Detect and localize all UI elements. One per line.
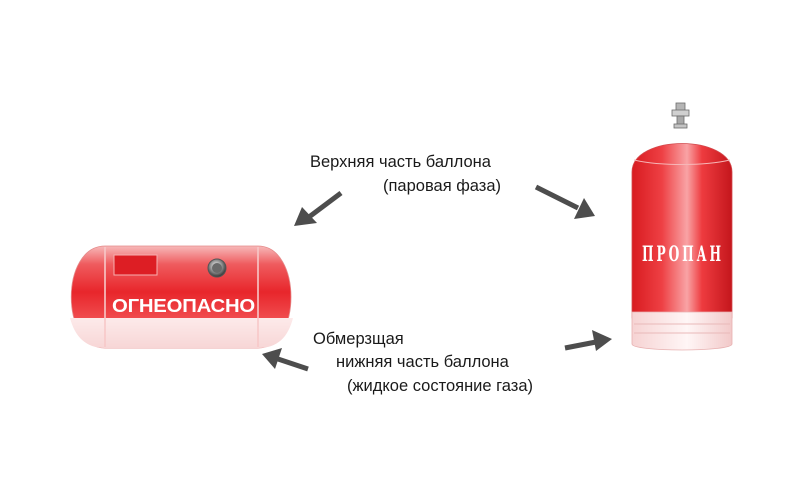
top-label-line2: (паровая фаза) bbox=[383, 177, 501, 195]
arrows bbox=[262, 184, 612, 372]
horizontal-tank: ОГНЕОПАСНО bbox=[70, 245, 293, 349]
propane-cylinder: ПРОПАН bbox=[631, 102, 733, 351]
bottom-label-line3: (жидкое состояние газа) bbox=[347, 377, 533, 395]
arrow-to-cylinder-top bbox=[534, 184, 595, 219]
bottom-label-line1: Обмерзщая bbox=[313, 330, 404, 348]
cylinder-frost-zone bbox=[631, 311, 733, 351]
gauge-inner bbox=[212, 263, 222, 273]
arrow-to-cylinder-bottom bbox=[564, 330, 612, 351]
bottom-label-line2: нижняя часть баллона bbox=[336, 353, 510, 371]
arrow-to-tank-bottom bbox=[262, 348, 309, 372]
cylinder-label: ПРОПАН bbox=[642, 241, 724, 266]
top-label-line1: Верхняя часть баллона bbox=[310, 153, 492, 171]
tank-frost-zone bbox=[70, 318, 293, 348]
cylinder-shoulder-line bbox=[633, 159, 731, 165]
valve-icon bbox=[671, 102, 690, 129]
arrow-to-tank-top bbox=[294, 191, 343, 226]
cylinder-body bbox=[631, 143, 733, 319]
tank-nameplate bbox=[113, 254, 158, 276]
labels: Верхняя часть баллона (паровая фаза) Обм… bbox=[310, 153, 533, 395]
tank-label: ОГНЕОПАСНО bbox=[112, 295, 255, 316]
